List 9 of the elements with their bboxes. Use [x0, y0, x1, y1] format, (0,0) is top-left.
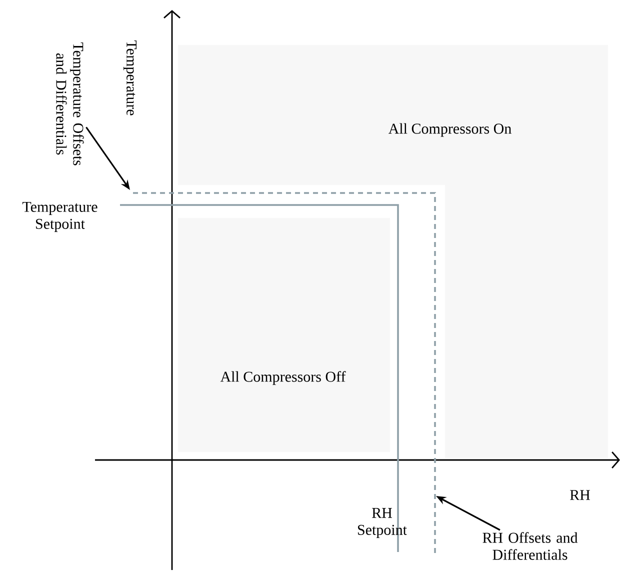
callout-text: RH Offsets and Differentials — [482, 532, 578, 560]
axis-label: Temperature — [124, 40, 136, 116]
callout-text: Temperature Offsets and Differentials — [56, 42, 84, 166]
shaded-region — [178, 45, 608, 458]
region-label: All Compressors On — [388, 123, 512, 137]
region-label: All Compressors Off — [220, 371, 346, 385]
setpoint-label: Temperature Setpoint — [22, 202, 98, 232]
setpoint-label: RH Setpoint — [358, 508, 407, 538]
axis-label: RH — [570, 490, 590, 500]
